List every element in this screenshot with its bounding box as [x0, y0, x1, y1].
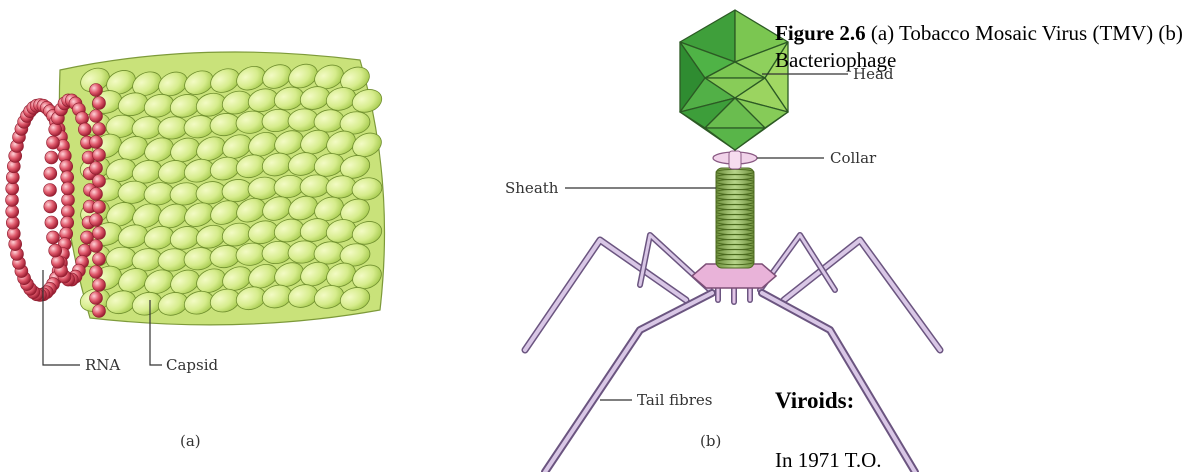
- rna-bead: [76, 112, 89, 125]
- rna-bead: [44, 200, 57, 213]
- rna-bead: [44, 184, 57, 197]
- rna-bead: [90, 214, 103, 227]
- collar-label: Collar: [830, 149, 877, 167]
- rna-bead: [45, 216, 58, 229]
- sheath-label: Sheath: [505, 179, 559, 197]
- rna-bead: [61, 182, 74, 195]
- rna-bead: [93, 149, 106, 162]
- rna-bead: [44, 167, 57, 180]
- section-heading: Viroids:: [775, 388, 854, 414]
- rna-bead: [93, 305, 106, 318]
- rna-bead: [93, 279, 106, 292]
- rna-bead: [90, 162, 103, 175]
- figure-number: Figure 2.6: [775, 21, 866, 45]
- rna-bead: [90, 266, 103, 279]
- rna-bead: [90, 136, 103, 149]
- rna-bead: [51, 255, 64, 268]
- rna-bead: [93, 201, 106, 214]
- neck: [729, 151, 741, 169]
- rna-bead: [93, 175, 106, 188]
- rna-label: RNA: [85, 356, 120, 374]
- panel-a-label: (a): [180, 432, 201, 450]
- rna-bead: [93, 227, 106, 240]
- rna-bead: [90, 240, 103, 253]
- rna-bead: [6, 194, 19, 207]
- rna-bead: [93, 253, 106, 266]
- rna-bead: [90, 188, 103, 201]
- tail-fibres-label: Tail fibres: [637, 391, 713, 409]
- section-body-text: In 1971 T.O.: [775, 448, 882, 473]
- rna-bead: [90, 292, 103, 305]
- capsid-subunits: [77, 60, 385, 319]
- rna-bead: [49, 244, 62, 257]
- capsid-label: Capsid: [166, 356, 219, 374]
- rna-bead: [47, 136, 60, 149]
- rna-bead: [6, 205, 19, 218]
- bacteriophage-illustration: Head Collar Sheath Tail fibres (b): [505, 10, 940, 472]
- tmv-illustration: RNA Capsid (a): [6, 52, 386, 450]
- rna-bead: [90, 84, 103, 97]
- panel-b-label: (b): [700, 432, 721, 450]
- capsid-head: [680, 10, 788, 150]
- figure-caption: Figure 2.6 (a) Tobacco Mosaic Virus (TMV…: [775, 20, 1195, 74]
- rna-bead: [62, 194, 75, 207]
- rna-bead: [90, 110, 103, 123]
- rna-bead: [93, 97, 106, 110]
- rna-bead: [78, 123, 91, 136]
- rna-bead: [45, 151, 58, 164]
- rna-bead: [49, 123, 62, 136]
- rna-bead: [47, 231, 60, 244]
- rna-bead: [93, 123, 106, 136]
- tail-sheath: [716, 168, 754, 268]
